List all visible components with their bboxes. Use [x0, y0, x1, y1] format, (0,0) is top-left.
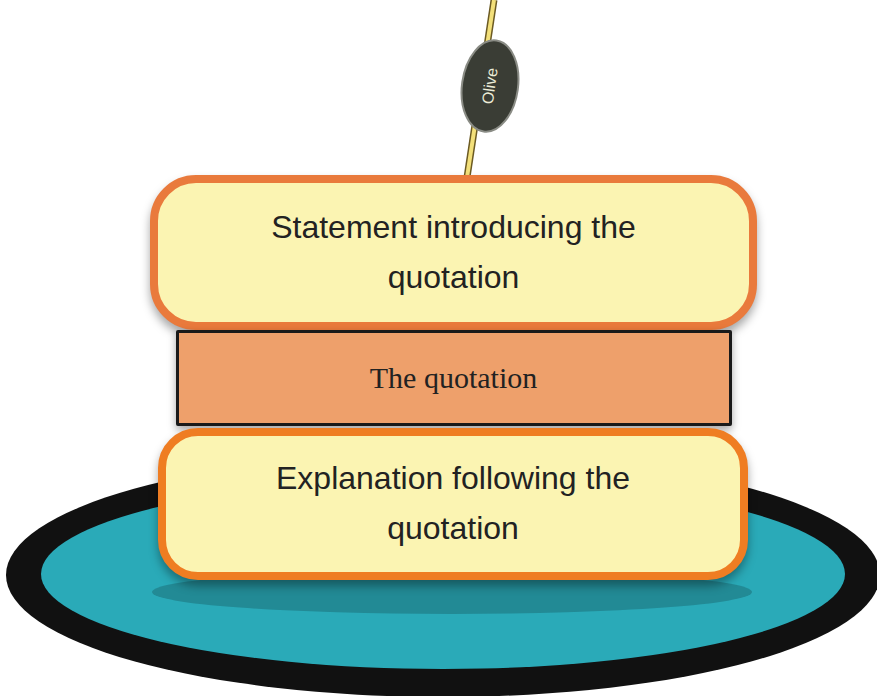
olive-shape — [456, 37, 524, 136]
quotation-filling: The quotation — [176, 330, 732, 426]
bottom-bread-layer: Explanation following the quotation — [158, 428, 748, 580]
olive-garnish: Olive — [458, 36, 522, 136]
layer-label: Statement introducing the quotation — [254, 203, 654, 302]
layer-label: The quotation — [204, 355, 704, 402]
layer-label: Explanation following the quotation — [253, 454, 653, 553]
top-bread-layer: Statement introducing the quotation — [150, 175, 757, 330]
